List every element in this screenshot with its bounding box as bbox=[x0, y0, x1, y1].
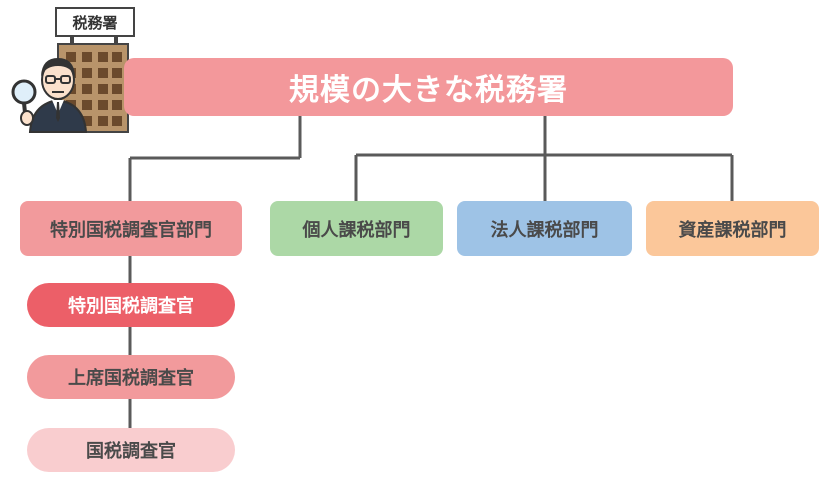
dept-asset-taxation: 資産課税部門 bbox=[646, 201, 819, 256]
magnifying-glass-icon bbox=[11, 79, 37, 126]
tax-office-sign: 税務署 bbox=[55, 7, 135, 44]
tax-office-illustration: 税務署 bbox=[11, 7, 135, 133]
dept-special-tax-investigator: 特別国税調査官部門 bbox=[20, 201, 242, 256]
rank-special-investigator: 特別国税調査官 bbox=[27, 283, 235, 327]
inspector-person-icon bbox=[28, 58, 88, 133]
sign-label: 税務署 bbox=[72, 14, 117, 32]
top-node-large-tax-office: 規模の大きな税務署 bbox=[124, 58, 733, 116]
rank-investigator: 国税調査官 bbox=[27, 428, 235, 472]
dept-corporate-taxation: 法人課税部門 bbox=[457, 201, 632, 256]
dept-individual-taxation: 個人課税部門 bbox=[270, 201, 443, 256]
rank-senior-investigator: 上席国税調査官 bbox=[27, 355, 235, 399]
